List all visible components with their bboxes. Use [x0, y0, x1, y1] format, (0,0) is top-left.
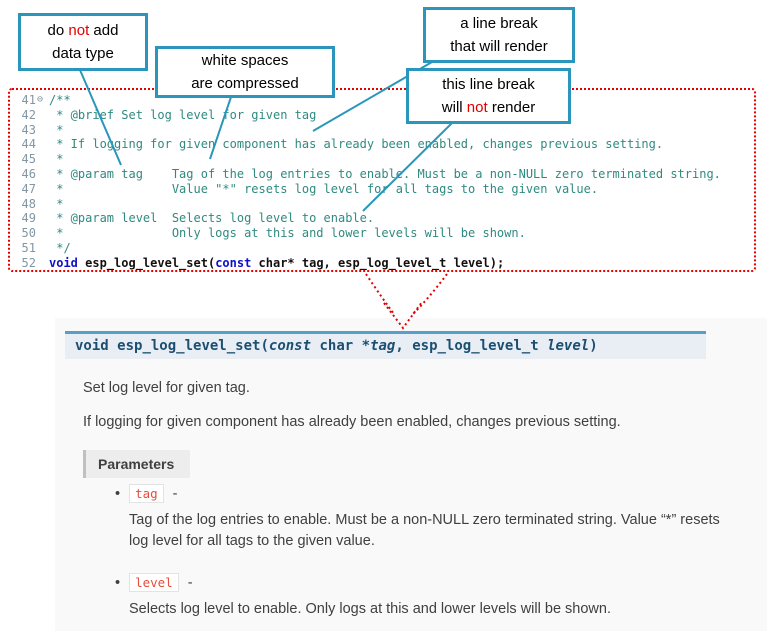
callout-linebreak-not-render: this line break will not render: [406, 68, 571, 124]
line-number: 51: [21, 240, 36, 255]
line-number: 49: [21, 211, 36, 226]
line-number: 45: [21, 152, 36, 167]
code-text: *: [49, 196, 64, 211]
code-text: * @param tag Tag of the log entries to e…: [49, 166, 721, 181]
line-number: 52: [21, 255, 36, 270]
sig-const-keyword: const: [268, 338, 312, 354]
code-text: * If logging for given component has alr…: [49, 137, 664, 152]
line-number: 47: [21, 181, 36, 196]
code-line: 50 * Only logs at this and lower levels …: [14, 226, 754, 241]
bullet-icon: •: [115, 485, 121, 502]
line-number: 48: [21, 196, 36, 211]
code-text: * Only logs at this and lower levels wil…: [49, 226, 526, 241]
function-signature-bar: void esp_log_level_set(const char *tag, …: [65, 331, 706, 359]
callout-line: are compressed: [191, 75, 299, 92]
param-dash: -: [172, 485, 178, 502]
code-line: 49 * @param level Selects log level to e…: [14, 211, 754, 226]
line-number: 43: [21, 122, 36, 137]
sig-arg-tag: tag: [370, 338, 396, 354]
sig-function-name: esp_log_level_set: [117, 338, 261, 354]
callout-line: will not render: [441, 99, 536, 116]
param-name-level: level: [129, 573, 179, 592]
keyword-void: void: [49, 255, 86, 270]
rendered-docs-panel: void esp_log_level_set(const char *tag, …: [55, 318, 767, 631]
param-item-tag: • tag -: [115, 484, 178, 503]
code-text: * @brief Set log level for given tag: [49, 107, 317, 122]
sig-arg-level: level: [547, 338, 590, 354]
code-text: *: [49, 122, 64, 137]
code-line: 46 * @param tag Tag of the log entries t…: [14, 167, 754, 182]
bullet-icon: •: [115, 574, 121, 591]
code-text: * @param level Selects log level to enab…: [49, 211, 375, 226]
code-line: 48 *: [14, 197, 754, 212]
code-line: 41⊖ /**: [14, 93, 754, 108]
code-line: 47 * Value "*" resets log level for all …: [14, 182, 754, 197]
code-line: 45 *: [14, 152, 754, 167]
sig-arg-type: esp_log_level_t: [412, 338, 548, 354]
code-line: 43 *: [14, 123, 754, 138]
callout-line: data type: [52, 45, 114, 62]
line-number: 44: [21, 137, 36, 152]
callout-no-datatype: do not add data type: [18, 13, 148, 71]
callout-line: this line break: [442, 76, 535, 93]
parameters-heading: Parameters: [83, 450, 191, 478]
param-dash: -: [187, 574, 193, 591]
param-item-level: • level -: [115, 573, 193, 592]
fold-icon: ⊖: [37, 94, 44, 105]
code-text: *: [49, 152, 64, 167]
callout-linebreak-renders: a line break that will render: [423, 7, 575, 63]
keyword-const: const: [215, 255, 252, 270]
param-name-tag: tag: [129, 484, 164, 503]
code-text: * Value "*" resets log level for all tag…: [49, 181, 599, 196]
line-number: 50: [21, 226, 36, 241]
brief-description: Set log level for given tag.: [83, 380, 250, 396]
code-line: 42 * @brief Set log level for given tag: [14, 108, 754, 123]
detail-description: If logging for given component has alrea…: [83, 414, 621, 430]
code-line: 51 */: [14, 241, 754, 256]
declaration-args: char* tag, esp_log_level_t level);: [251, 255, 505, 270]
sig-return-type: void: [75, 338, 118, 354]
callout-line: a line break: [460, 15, 538, 32]
param-level-description: Selects log level to enable. Only logs a…: [129, 601, 611, 617]
callout-whitespace-compressed: white spaces are compressed: [155, 46, 335, 98]
line-number: 42: [21, 107, 36, 122]
code-editor-snippet: 41⊖ /** 42 * @brief Set log level for giv…: [8, 88, 756, 272]
code-line: 44 * If logging for given component has …: [14, 137, 754, 152]
code-text: */: [49, 240, 71, 255]
function-name: esp_log_level_set: [85, 255, 208, 270]
param-tag-description: Tag of the log entries to enable. Must b…: [129, 512, 720, 549]
callout-line: do not add: [47, 22, 119, 39]
callout-line: white spaces: [201, 52, 289, 69]
code-text: /**: [49, 93, 71, 107]
line-number: 41: [21, 93, 36, 107]
line-number: 46: [21, 166, 36, 181]
callout-line: that will render: [450, 38, 548, 55]
